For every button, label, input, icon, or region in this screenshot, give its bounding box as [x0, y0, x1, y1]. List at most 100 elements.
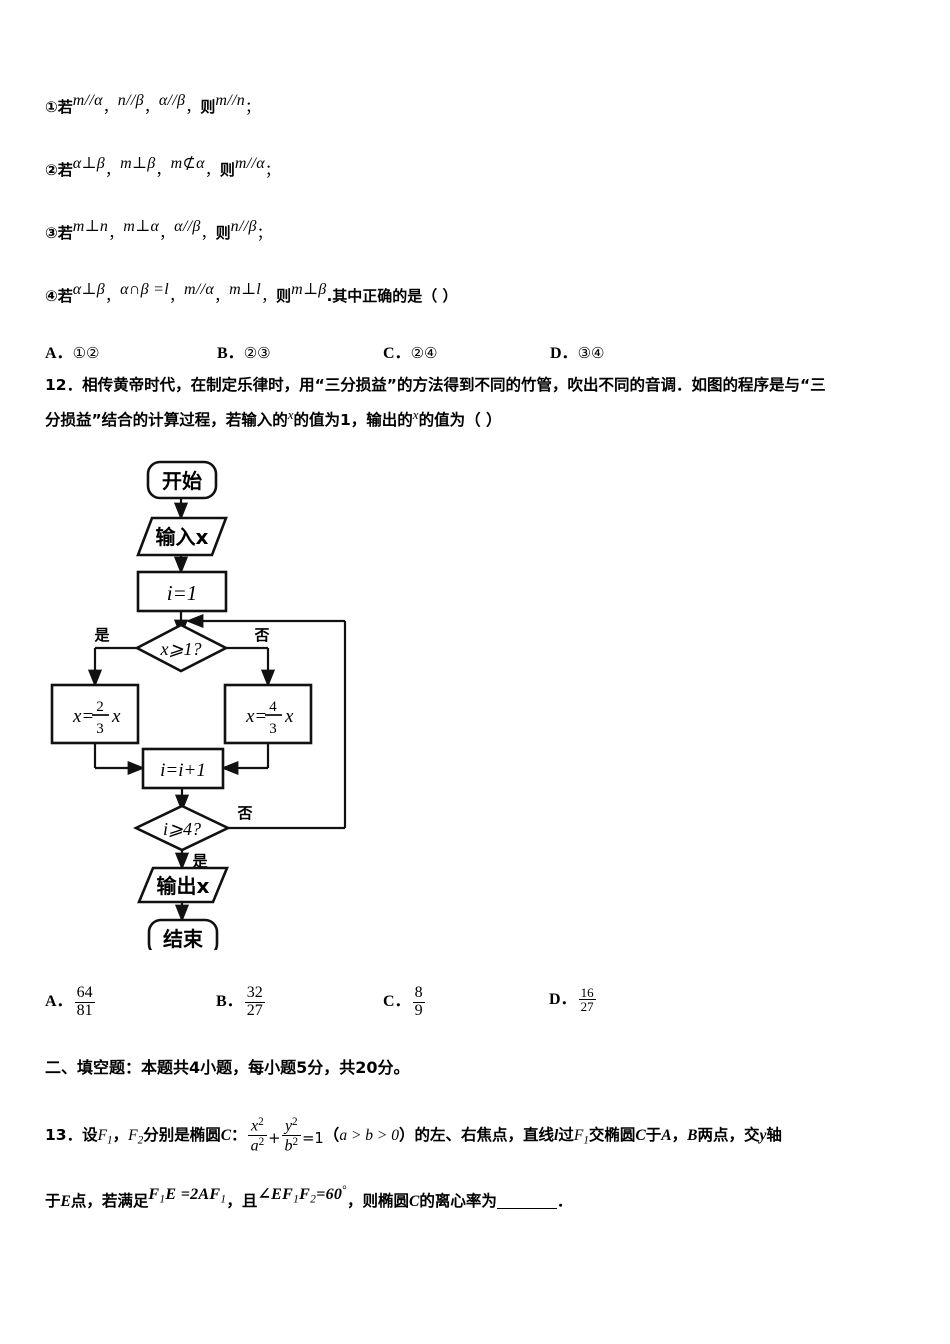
condition-line-3: ③若m⊥n，m⊥α，α//β，则n//β； — [45, 219, 272, 242]
q13-focus-f1-sub: 1 — [107, 1134, 113, 1147]
condition-part: α//β — [158, 92, 186, 109]
flowchart-decision1-shape — [134, 623, 229, 673]
flowchart-output-label: 输出x — [157, 874, 210, 898]
flowchart-branch-left-denominator: 3 — [96, 721, 104, 737]
q13-line3-end: ． — [556, 1192, 573, 1211]
q13-line-2: 于E点，若满足F1E =2AF1，且∠EF1F2=60°，则椭圆C的离心率为． — [45, 1185, 573, 1213]
condition-part: m⊥α — [123, 218, 160, 235]
condition-part: α∩β =l — [120, 281, 170, 298]
flowchart-init-label: i=1 — [167, 581, 198, 605]
option-letter: C． — [383, 345, 411, 362]
q13-comma-2: ， — [671, 1126, 688, 1145]
comma: ， — [159, 224, 175, 242]
q13-colon: ： — [231, 1126, 247, 1145]
q13-line3-seg5: 的离心率为 — [419, 1192, 497, 1211]
condition-line-1: ①若m//α，n//β，α//β，则m//n； — [45, 93, 261, 116]
flowchart-decision2-no-label: 否 — [236, 804, 252, 822]
condition-ruo-label: 若 — [57, 224, 73, 242]
q11-option-b[interactable]: B．②③ — [217, 339, 271, 363]
flowchart-decision2-label: i⩾4? — [163, 819, 201, 839]
flowchart-branch-right-denominator: 3 — [269, 721, 277, 737]
condition-end: ； — [245, 98, 261, 116]
comma: ， — [105, 287, 121, 305]
q11-option-c[interactable]: C．②④ — [383, 339, 437, 363]
comma: ， — [261, 287, 277, 305]
flowchart-increment-shape — [141, 747, 225, 790]
q13-line3-seg2: 点，若满足 — [70, 1192, 149, 1211]
flowchart-output-shape — [137, 866, 229, 904]
condition-part: m⊄α — [170, 155, 205, 172]
fraction-numerator: 32 — [244, 984, 265, 1003]
condition-end: ； — [256, 224, 272, 242]
condition-end: ； — [264, 161, 280, 179]
comma: ， — [200, 224, 216, 242]
q13-point-e: E — [60, 1193, 71, 1211]
condition-number: ① — [45, 98, 58, 116]
flowchart-decision1-yes-label: 是 — [93, 626, 110, 644]
flowchart-branch-left-shape — [50, 683, 140, 745]
fraction-denominator: 27 — [246, 1001, 263, 1019]
condition-ze-label: 则 — [200, 98, 216, 116]
fraction-denominator: 27 — [580, 999, 594, 1015]
flowchart-start-shape — [146, 460, 218, 500]
condition-number: ② — [45, 161, 58, 179]
condition-result: m⊥β — [291, 281, 327, 298]
q12-var-x-input: x — [287, 407, 294, 422]
ellipse-equals-one: =1 — [302, 1129, 324, 1147]
ellipse-x-numerator: x2 — [247, 1116, 268, 1137]
option-letter: B． — [217, 345, 244, 362]
ellipse-y-denominator: b2 — [284, 1136, 299, 1155]
q13-ellipse-c2: C — [635, 1127, 646, 1145]
q13-focus-f2-sub: 2 — [137, 1134, 144, 1147]
condition-part: m//α — [184, 281, 215, 298]
q13-ellipse-c3: C — [409, 1193, 420, 1211]
condition-number: ④ — [45, 287, 58, 305]
q13-ellipse-condition: a > b > 0 — [339, 1127, 399, 1145]
q13-text-seg8: 轴 — [766, 1126, 782, 1145]
condition-end: .其中正确的是（ ） — [326, 287, 458, 305]
flowchart-branch-left-rhs: x — [111, 706, 121, 727]
q13-line3-seg3: ，且 — [226, 1192, 258, 1211]
flowchart-branch-right-shape — [223, 683, 313, 745]
q13-condition-fe: F1E =2AF1 — [148, 1186, 227, 1206]
fraction-denominator: 9 — [414, 1001, 423, 1019]
fraction-numerator: 8 — [412, 984, 425, 1003]
q11-option-d[interactable]: D．③④ — [550, 339, 604, 363]
condition-part: α⊥β — [72, 155, 106, 172]
flowchart-input-label: 输入x — [156, 525, 209, 549]
q12-stem-text-a: 分损益”结合的计算过程，若输入的 — [45, 411, 288, 429]
q13-point-a: A — [661, 1127, 672, 1145]
flowchart-start-label: 开始 — [162, 469, 202, 493]
q13-line3-seg4: ，则椭圆 — [347, 1192, 410, 1211]
option-letter: A． — [45, 993, 73, 1010]
condition-ruo-label: 若 — [57, 161, 73, 179]
condition-part: α⊥β — [72, 281, 106, 298]
q12-stem-line-1: 12．相传黄帝时代，在制定乐律时，用“三分损益”的方法得到不同的竹管，吹出不同的… — [45, 376, 826, 394]
q11-option-a[interactable]: A．①② — [45, 339, 99, 363]
option-value: ③④ — [577, 344, 605, 362]
q13-line3-seg1: 于 — [45, 1192, 61, 1211]
condition-part: α//β — [174, 218, 201, 235]
q13-text-seg5: 交椭圆 — [588, 1126, 636, 1145]
q13-answer-blank[interactable] — [496, 1192, 557, 1209]
comma: ， — [155, 161, 171, 179]
section-2-heading: 二、填空题：本题共4小题，每小题5分，共20分。 — [45, 1058, 410, 1077]
q12-stem-text-c: 的值为（ ） — [418, 411, 502, 429]
q13-text-seg7: 两点，交 — [697, 1126, 760, 1145]
option-letter: D． — [550, 345, 578, 362]
q13-line-l: l — [554, 1127, 559, 1145]
q13-cond-open: （ — [323, 1126, 340, 1145]
q13-text-seg2: 分别是椭圆 — [143, 1126, 221, 1145]
condition-part: n//β — [117, 92, 144, 109]
flowchart-branch-right-lhs: x= — [245, 706, 267, 727]
comma: ， — [105, 161, 121, 179]
